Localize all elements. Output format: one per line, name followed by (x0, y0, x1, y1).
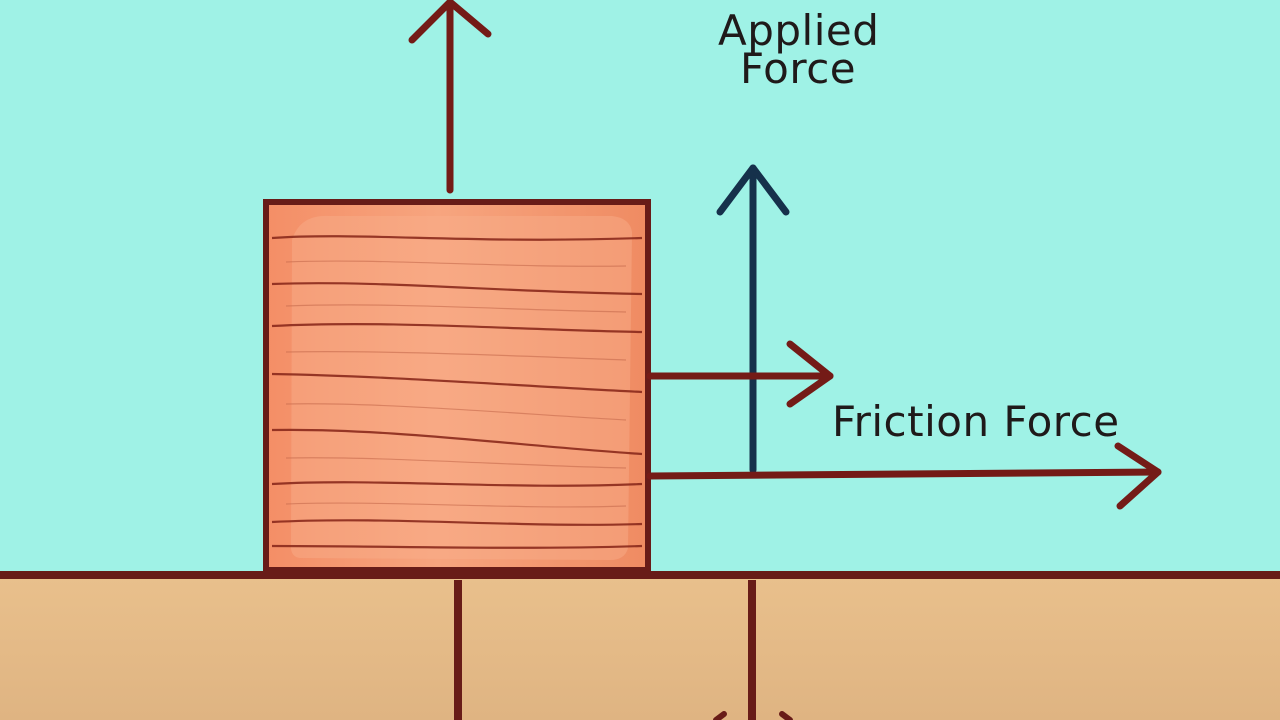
applied-force-label-line1: Applied (718, 6, 880, 55)
wood-grain (271, 235, 643, 549)
upward-force-arrow (408, 0, 492, 194)
friction-force-label: Friction Force (832, 397, 1120, 446)
applied-force-label: Applied Force (718, 6, 908, 93)
downward-arrow-tip (713, 711, 793, 720)
short-horizontal-arrow (646, 340, 834, 408)
wooden-block (263, 199, 651, 573)
applied-force-label-line2: Force (740, 44, 857, 93)
ground-fill (0, 575, 1280, 720)
ground (0, 571, 1280, 720)
applied-force-arrow (716, 164, 790, 474)
friction-force-arrow (646, 442, 1162, 510)
block-highlight (290, 215, 632, 560)
wood-fine-grain (285, 260, 627, 508)
